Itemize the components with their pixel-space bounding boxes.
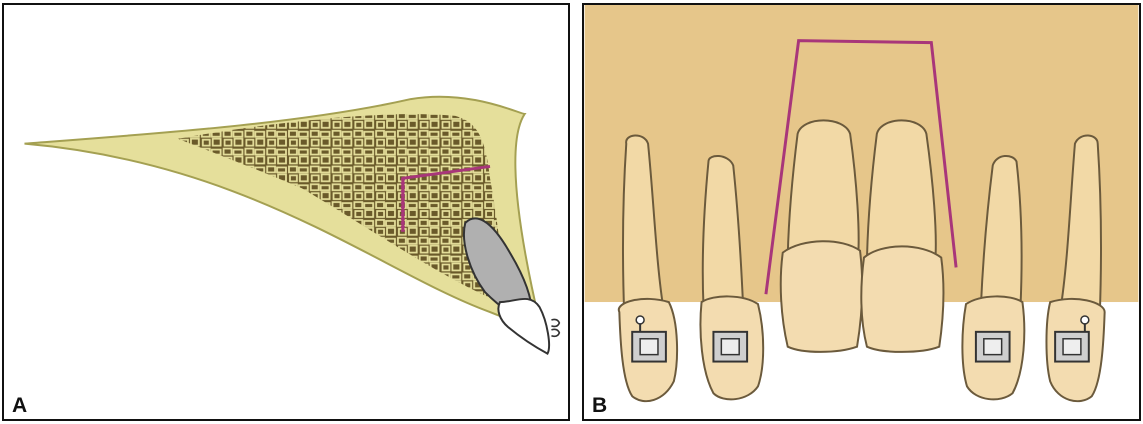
panel-label-b: B xyxy=(592,395,607,416)
orthodontic-bracket-icon xyxy=(713,332,747,362)
panel-b-frontal-view: B xyxy=(582,3,1141,421)
orthodontic-bracket-icon xyxy=(976,332,1010,362)
sagittal-section-drawing xyxy=(4,5,568,419)
trabecular-bone-pattern xyxy=(178,114,502,302)
panel-a-sagittal-view: A xyxy=(2,3,570,421)
impacted-canine-crown xyxy=(498,299,549,354)
frontal-dentition-drawing xyxy=(584,5,1139,419)
panel-label-a: A xyxy=(12,395,27,416)
bracket-hook-icon xyxy=(551,319,559,336)
